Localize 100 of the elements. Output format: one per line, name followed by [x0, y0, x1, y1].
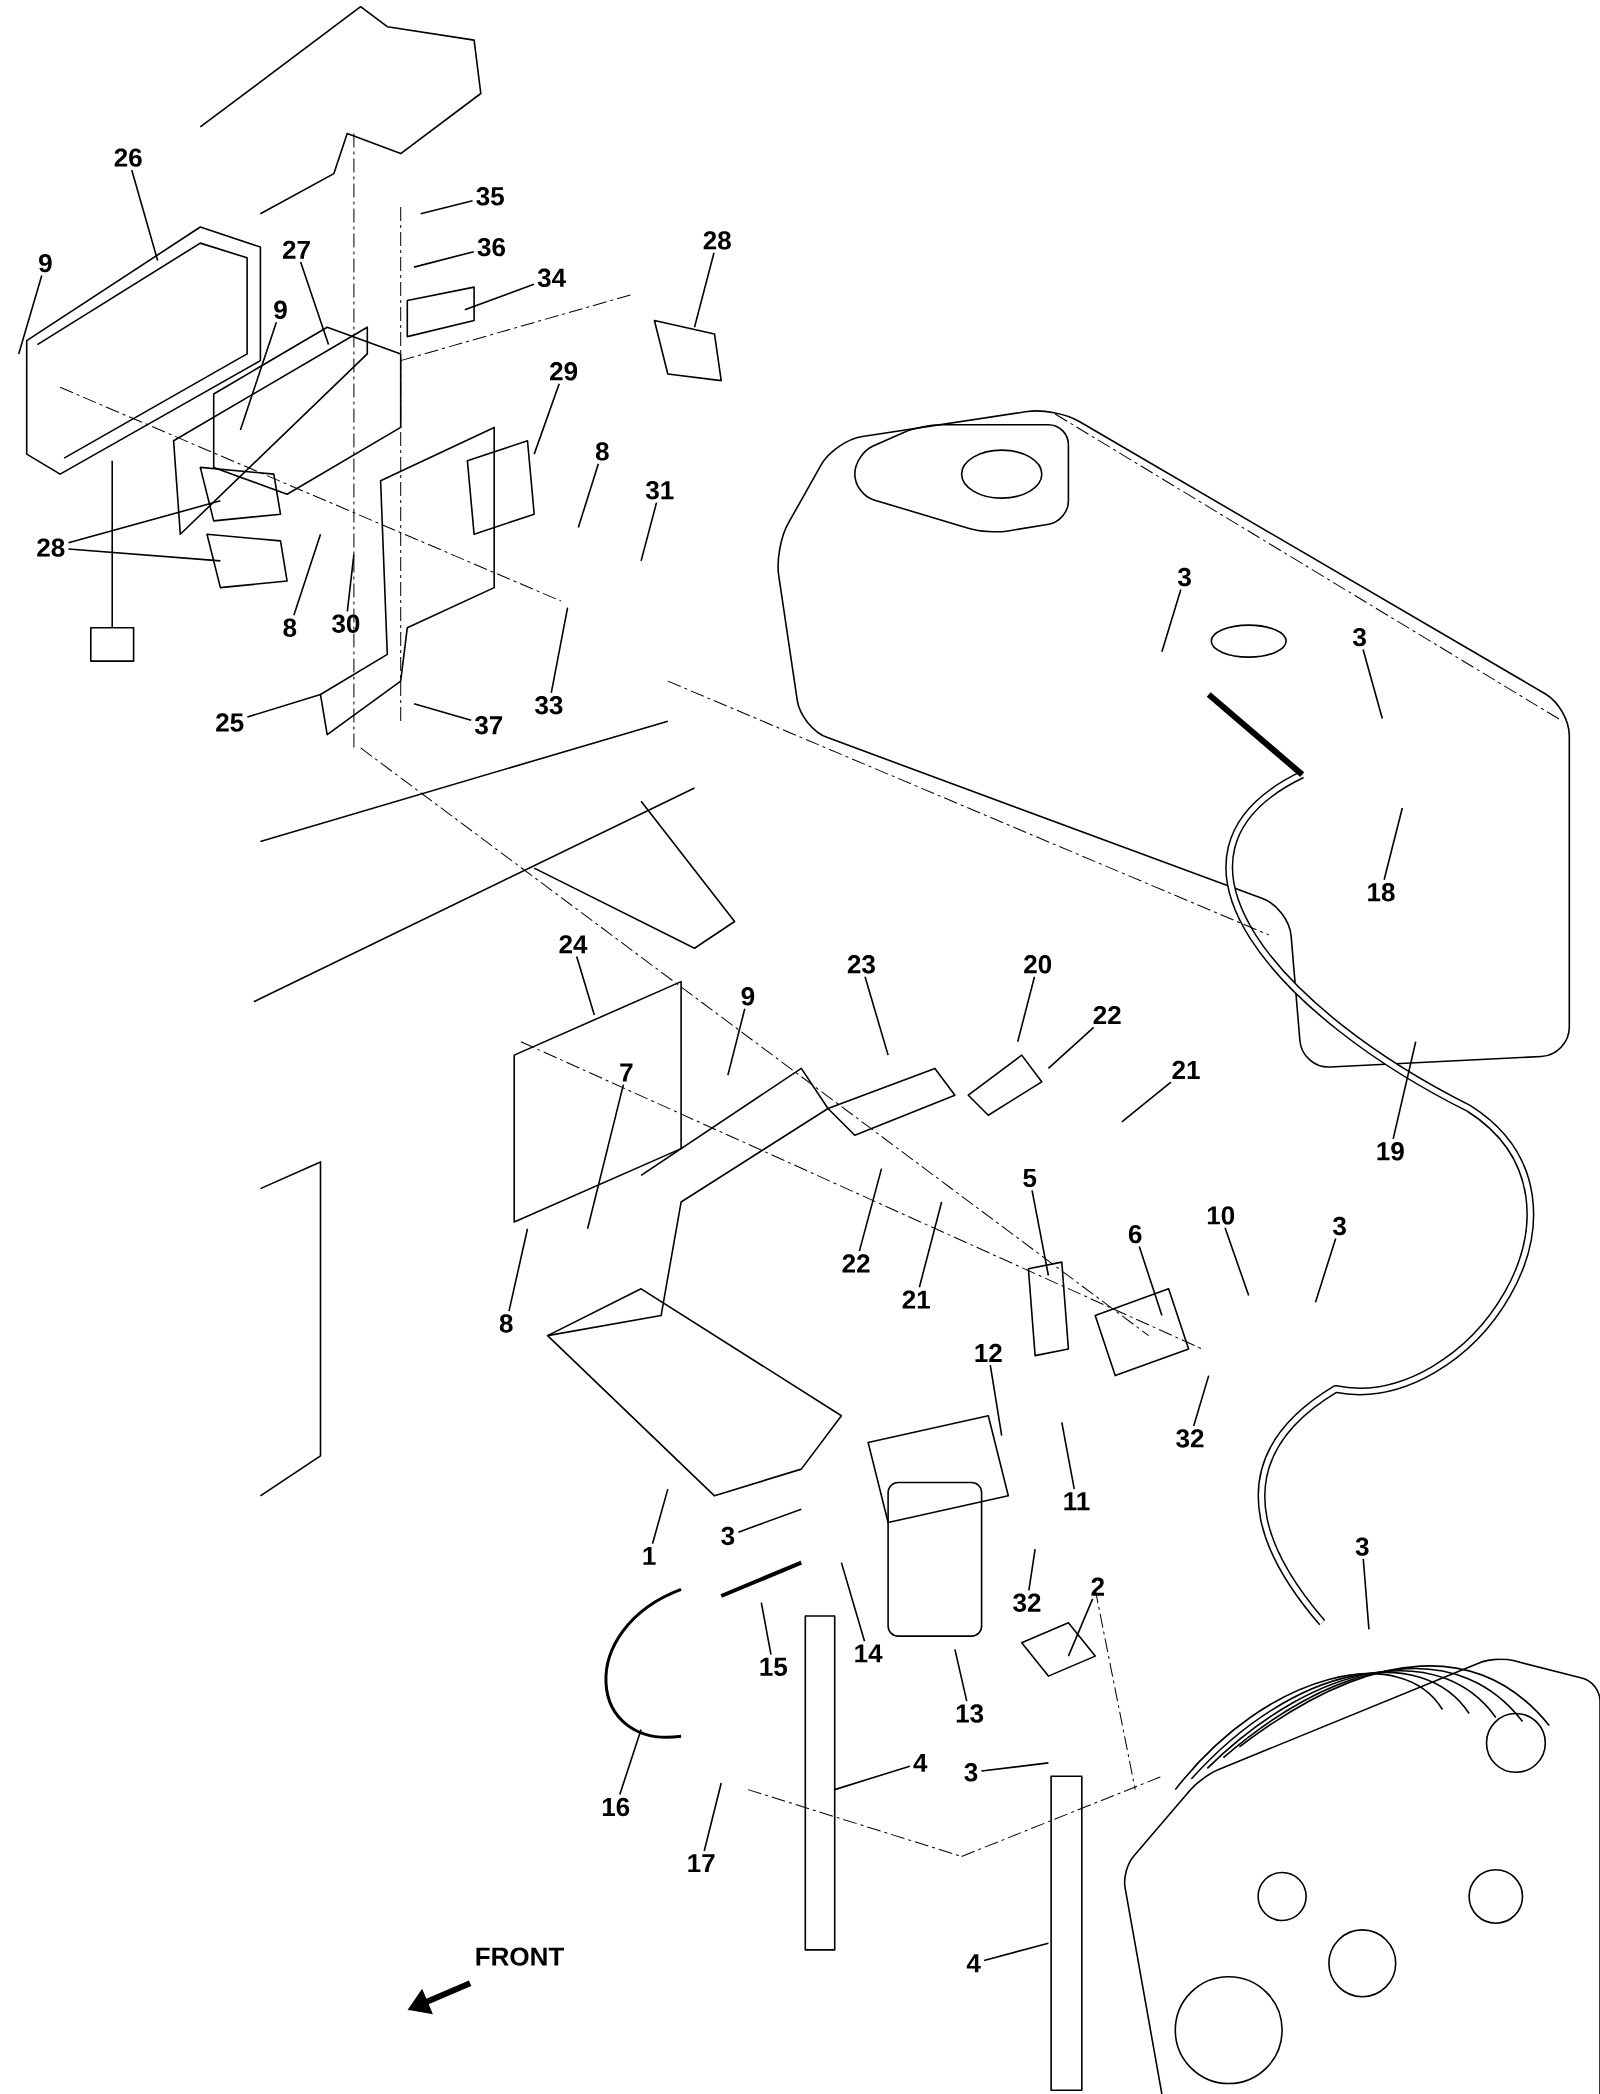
leader-line [246, 693, 322, 718]
leader-line [1067, 1598, 1094, 1657]
leader-line [1224, 1227, 1250, 1297]
direction-label: FRONT [476, 1947, 564, 1966]
leader-line [1362, 648, 1384, 720]
leader-line [550, 606, 569, 694]
callout-number: 29 [550, 362, 578, 381]
leader-line [983, 1942, 1050, 1962]
callout-number: 21 [902, 1290, 930, 1309]
leader-line [413, 250, 475, 268]
callout-number: 4 [966, 1954, 981, 1973]
callout-number: 28 [37, 538, 65, 557]
leader-line [533, 382, 560, 455]
leader-line [464, 283, 535, 311]
callout-number: 33 [535, 696, 563, 715]
callout-number: 7 [620, 1063, 633, 1082]
callout-number: 3 [1332, 1216, 1346, 1236]
callout-number: 32 [1176, 1429, 1204, 1448]
leader-line [651, 1488, 669, 1545]
callout-number: 26 [114, 148, 142, 167]
leader-line [1314, 1237, 1337, 1303]
callout-number: 1 [643, 1546, 656, 1565]
leader-line [1031, 1189, 1050, 1277]
callout-number: 8 [283, 618, 297, 637]
leader-line [918, 1201, 943, 1289]
leader-line [1121, 1081, 1172, 1123]
leader-line [954, 1648, 968, 1702]
callout-number: 3 [964, 1763, 978, 1782]
leader-line [67, 548, 222, 562]
leader-line [703, 1782, 722, 1852]
callout-number: 9 [39, 253, 52, 273]
leader-line [293, 533, 322, 617]
leader-line [618, 1728, 642, 1796]
leader-line [508, 1227, 529, 1312]
callout-number: 19 [1377, 1142, 1404, 1161]
callout-number: 3 [1355, 1537, 1369, 1556]
leader-line [737, 1508, 803, 1533]
callout-number: 22 [842, 1254, 870, 1273]
callout-number: 10 [1207, 1206, 1235, 1225]
callout-number: 5 [1023, 1168, 1037, 1188]
leader-line [586, 1083, 625, 1230]
callout-number: 9 [741, 987, 755, 1006]
callout-number: 23 [847, 955, 875, 974]
leader-line [833, 1765, 911, 1791]
callout-number: 9 [274, 300, 287, 319]
leader-line [1362, 1558, 1370, 1631]
leader-line [239, 321, 278, 431]
callout-number: 6 [1128, 1224, 1142, 1244]
callout-number: 20 [1024, 955, 1052, 974]
leader-line [864, 975, 889, 1056]
leader-line [1392, 1040, 1417, 1140]
callout-number: 36 [477, 237, 505, 257]
leader-line [693, 252, 715, 328]
callout-number: 8 [595, 442, 609, 461]
callout-number: 16 [602, 1797, 630, 1817]
callout-number: 35 [476, 187, 504, 206]
leader-line [840, 1561, 866, 1643]
callout-number: 8 [499, 1314, 513, 1333]
leader-line [130, 169, 159, 262]
callout-number: 3 [1352, 627, 1366, 647]
callout-number: 2 [1091, 1577, 1104, 1596]
callout-number: 4 [913, 1753, 928, 1772]
leader-line [1138, 1245, 1163, 1317]
callout-number: 28 [703, 231, 731, 250]
leader-line [1047, 1026, 1095, 1070]
leader-line [1383, 807, 1404, 881]
callout-number: 21 [1172, 1060, 1200, 1079]
callout-number: 18 [1368, 883, 1395, 902]
leader-line [1192, 1374, 1210, 1427]
leader-line [575, 955, 596, 1016]
leader-line [346, 553, 355, 613]
callout-number: 3 [1177, 567, 1191, 587]
callout-number: 24 [559, 935, 588, 954]
leader-line [989, 1364, 1003, 1437]
leader-line [858, 1167, 883, 1252]
leader-line [419, 199, 474, 215]
callout-number: 13 [956, 1704, 984, 1723]
leader-line [413, 703, 472, 721]
callout-number: 12 [975, 1343, 1002, 1362]
leader-line [17, 274, 43, 355]
callout-number: 34 [537, 268, 566, 288]
leader-line [760, 1601, 772, 1656]
callout-number: 25 [216, 713, 244, 732]
leader-line [1028, 1548, 1036, 1592]
leader-line [980, 1762, 1050, 1772]
callout-number: 3 [721, 1526, 735, 1546]
leader-line [577, 463, 600, 529]
callout-number: 15 [760, 1657, 788, 1676]
leader-line [727, 1007, 746, 1076]
leader-line [1161, 588, 1182, 653]
callout-number: 37 [474, 716, 503, 735]
leader-line [640, 501, 658, 562]
leader-line [1016, 975, 1036, 1043]
callout-number: 30 [332, 614, 360, 633]
callout-number: 22 [1093, 1005, 1121, 1025]
callout-number: 17 [688, 1854, 715, 1873]
leader-line [67, 500, 222, 544]
leader-line [1061, 1421, 1076, 1490]
leader-line [299, 261, 330, 346]
callout-number: 31 [645, 481, 674, 500]
